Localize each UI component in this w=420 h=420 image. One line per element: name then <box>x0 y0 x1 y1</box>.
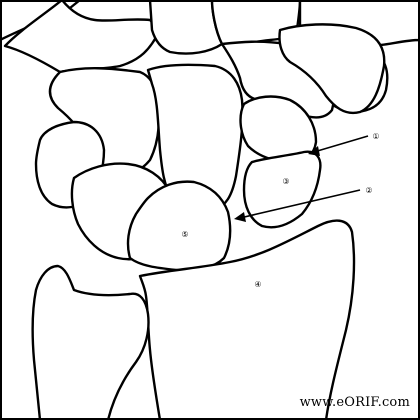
marker-3: ③ <box>282 177 289 186</box>
marker-5-label: ⑤ <box>181 230 188 239</box>
marker-3-label: ③ <box>282 177 289 186</box>
marker-4: ④ <box>254 280 261 289</box>
marker-4-label: ④ <box>254 280 261 289</box>
marker-2: ② <box>365 186 372 195</box>
pisiform-bone <box>242 150 322 229</box>
metacarpal-base-middle <box>3 0 162 74</box>
marker-1: ① <box>372 132 379 141</box>
marker-1-label: ① <box>372 132 379 141</box>
arrow-2-line <box>239 189 361 219</box>
ulna-bone <box>31 264 150 420</box>
marker-5: ⑤ <box>181 230 188 239</box>
trapezoid-bone <box>146 63 244 212</box>
arrow-2-head <box>234 212 246 222</box>
watermark-text: www.eORIF.com <box>299 395 410 410</box>
metacarpal-base-center <box>148 0 224 55</box>
marker-2-label: ② <box>365 186 372 195</box>
arrow-1-head <box>308 146 320 156</box>
hamate-bone <box>278 23 386 115</box>
arrow-1-line <box>313 135 369 153</box>
